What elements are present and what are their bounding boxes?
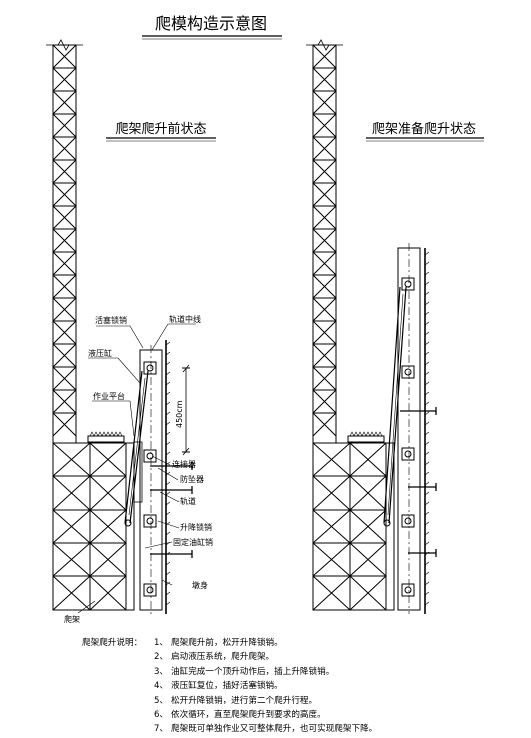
left-pier-wall: [165, 340, 171, 614]
note-number: 7、: [154, 724, 169, 735]
right-panel-heading: 爬架准备爬升状态: [372, 121, 476, 137]
callout-frame: 爬架: [64, 614, 80, 624]
right-pier-wall: [424, 248, 430, 614]
notes-row: 2、 启动液压系统，爬升爬架。: [82, 650, 522, 664]
callout-fixed-cylinder-pin: 固定油缸销: [173, 537, 213, 547]
right-track-column: [397, 243, 421, 614]
note-number: 6、: [154, 710, 169, 721]
note-number: 4、: [154, 681, 169, 692]
climbing-notes: 爬架爬升说明： 1、 爬架爬升前，松开升降锁销。 2、 启动液压系统，爬升爬架。…: [82, 636, 522, 737]
left-panel: 450cm 爬架爬升前状态 活塞锁销 轨道中线 液: [46, 39, 216, 624]
notes-heading: 爬架爬升说明：: [82, 638, 143, 648]
left-panel-heading: 爬架爬升前状态: [115, 121, 206, 137]
callout-work-platform: 作业平台: [93, 391, 125, 401]
callout-anti-fall: 防坠器: [180, 474, 204, 484]
callout-track-centerline: 轨道中线: [169, 314, 201, 324]
dimension-label: 450cm: [175, 400, 184, 428]
left-truss-tower: [46, 39, 83, 444]
left-work-platform: [87, 435, 125, 443]
note-text: 油缸完成一个顶升动作后，插上升降锁销。: [171, 666, 335, 677]
left-lower-frame: [52, 442, 135, 611]
diagram-title: 爬模构造示意图: [155, 14, 267, 33]
notes-row: 5、 松开升降锁销，进行第二个爬升行程。: [82, 694, 522, 708]
callout-connector: 连接器: [172, 459, 196, 469]
callout-track: 轨道: [180, 496, 196, 506]
callout-pier: 墩身: [192, 580, 208, 590]
right-anchor-bolts: [400, 407, 437, 557]
left-hydraulic-cylinder: [124, 370, 149, 527]
right-lower-frame: [312, 442, 395, 611]
notes-row: 爬架爬升说明： 1、 爬架爬升前，松开升降锁销。: [82, 636, 522, 650]
left-track-column: [139, 345, 163, 614]
left-anchor-bolts: [150, 462, 193, 558]
note-text: 启动液压系统，爬升爬架。: [171, 652, 275, 663]
right-truss-tower: [306, 39, 343, 444]
right-panel: 爬架准备爬升状态: [306, 39, 484, 614]
left-leader-lines: [77, 323, 196, 614]
note-text: 爬架既可单独作业又可整体爬升，也可实现爬架下降。: [171, 724, 378, 735]
notes-row: 3、 油缸完成一个顶升动作后，插上升降锁销。: [82, 665, 522, 679]
note-number: 5、: [154, 695, 169, 706]
left-dimension-450: [182, 364, 190, 456]
note-number: 2、: [154, 652, 169, 663]
note-text: 液压缸复位，插好活塞锁销。: [171, 681, 283, 692]
notes-row: 7、 爬架既可单独作业又可整体爬升，也可实现爬架下降。: [82, 722, 522, 736]
note-text: 依次循环，直至爬架爬升到要求的高度。: [171, 710, 326, 721]
right-hydraulic-cylinder: [383, 286, 407, 527]
notes-row: 4、 液压缸复位，插好活塞锁销。: [82, 679, 522, 693]
right-work-platform: [347, 435, 385, 443]
note-number: 3、: [154, 666, 169, 677]
note-number: 1、: [154, 638, 169, 648]
callout-expansion-pin: 活塞锁销: [95, 315, 127, 325]
note-text: 爬架爬升前，松开升降锁销。: [171, 638, 283, 648]
note-text: 松开升降锁销，进行第二个爬升行程。: [171, 695, 318, 706]
callout-lift-pin: 升降锁销: [180, 522, 212, 532]
notes-row: 6、 依次循环，直至爬架爬升到要求的高度。: [82, 708, 522, 722]
callout-hydraulic-cylinder: 液压缸: [88, 348, 112, 358]
